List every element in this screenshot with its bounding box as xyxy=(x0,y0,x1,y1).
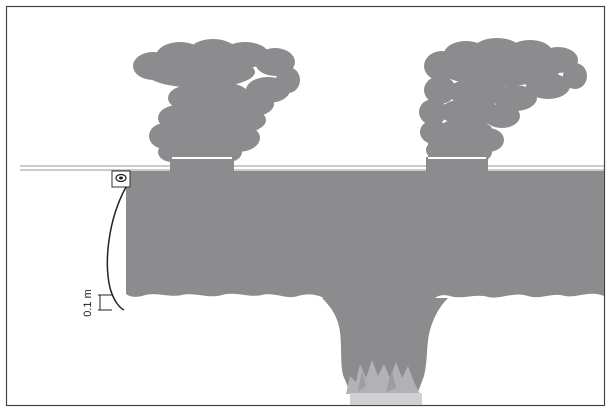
vent-left xyxy=(170,157,234,171)
ceiling xyxy=(20,165,604,171)
vent-right xyxy=(426,157,488,171)
measurement-curve xyxy=(106,186,127,311)
fire-base xyxy=(350,393,422,405)
dimension-label: 0.1 m xyxy=(82,289,94,317)
fire-plume xyxy=(322,298,448,392)
smoke-cloud-left xyxy=(133,39,300,162)
smoke-detector-icon xyxy=(111,170,131,188)
dimension-bracket xyxy=(98,294,112,311)
smoke-layer xyxy=(126,171,604,302)
figure-frame xyxy=(5,5,606,407)
smoke-cloud-right xyxy=(419,38,587,162)
flames xyxy=(346,360,420,394)
